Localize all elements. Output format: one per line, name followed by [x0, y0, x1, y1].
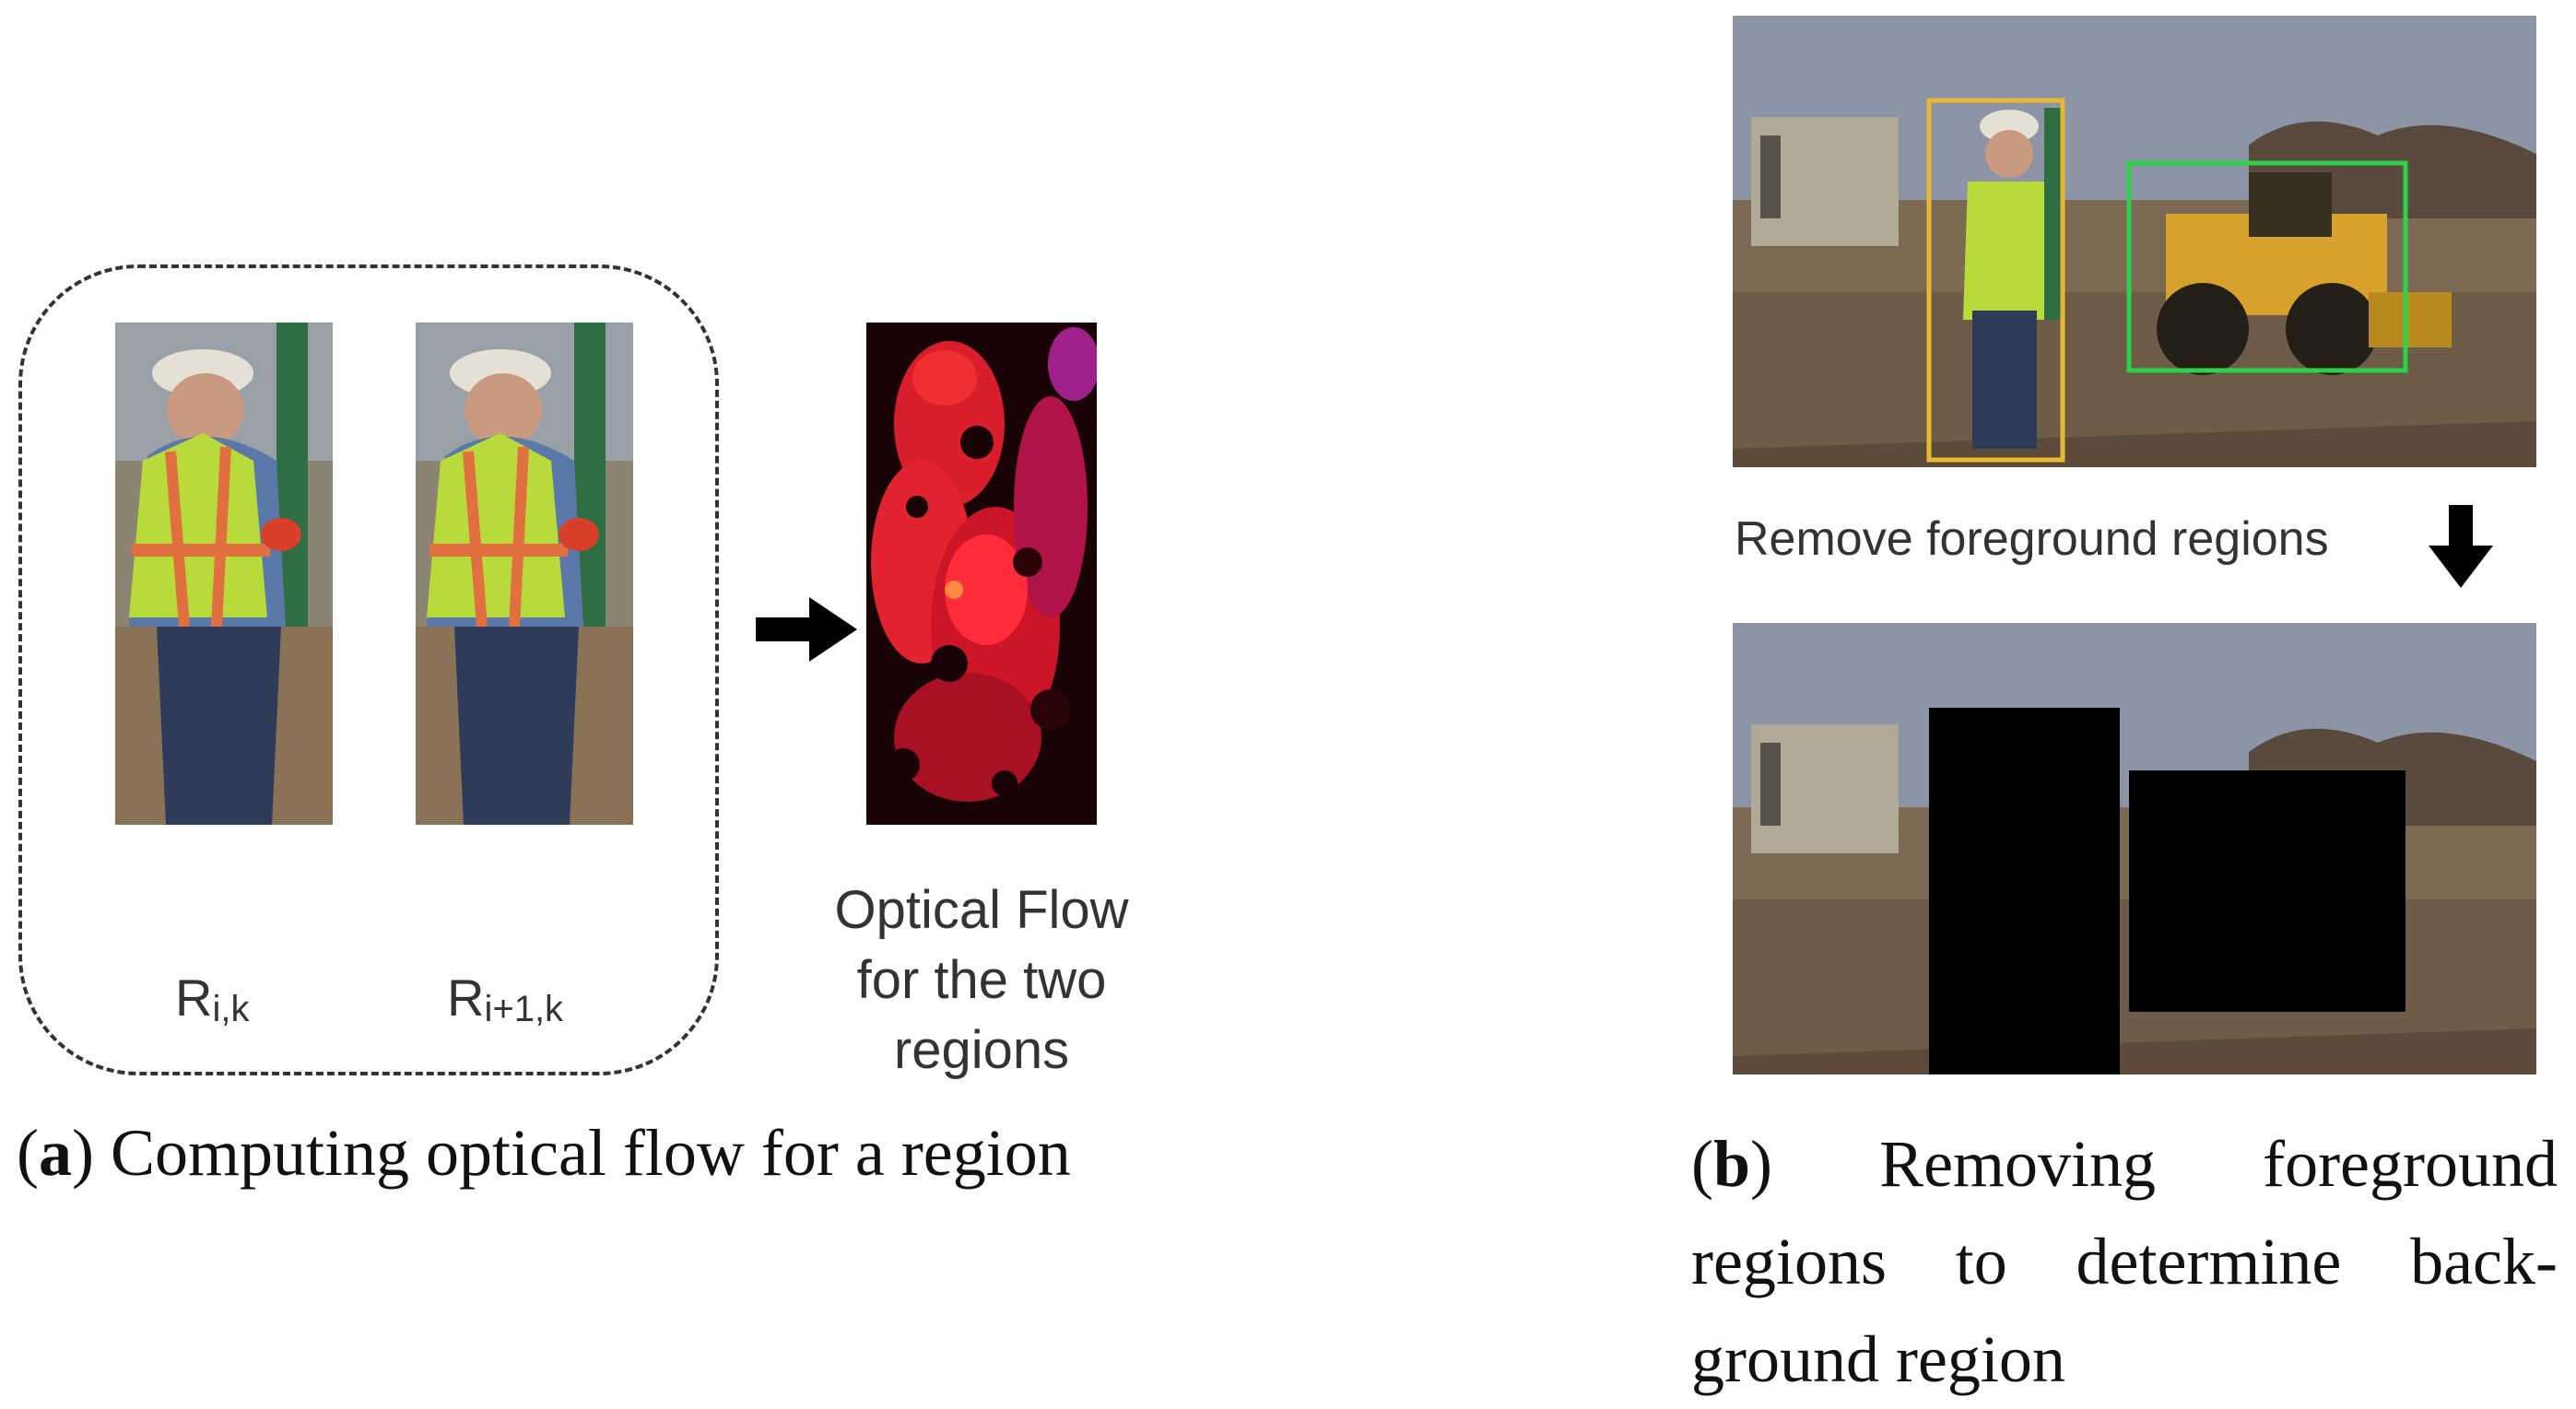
remove-foreground-label: Remove foreground regions	[1735, 512, 2329, 566]
masked-person-region	[1929, 708, 2120, 1074]
flow-caption-line: Optical Flow	[834, 880, 1129, 940]
caption-b-text: Removing foreground regions to determine…	[1691, 1127, 2558, 1396]
down-arrow-icon	[2429, 505, 2493, 588]
caption-b: (b) Removing foreground regions to deter…	[1691, 1127, 2558, 1396]
construction-scene-original	[1733, 16, 2536, 467]
optical-flow-image	[866, 323, 1097, 825]
person-bounding-box	[1926, 98, 2065, 463]
region-crop-frame-i-plus-1	[416, 323, 633, 825]
region-label-i-plus-1: Ri+1,k	[447, 969, 564, 1029]
worker-image-frame-i	[115, 323, 333, 825]
flow-caption-line: regions	[893, 1020, 1070, 1080]
caption-a-text: Computing optical flow for a region	[110, 1116, 1071, 1190]
region-pair-dashed-box	[18, 264, 719, 1075]
worker-figure	[1963, 108, 2063, 449]
region-crop-frame-i	[115, 323, 333, 825]
right-arrow-icon	[756, 597, 857, 662]
wheel-loader-figure	[2157, 172, 2452, 375]
optical-flow-caption: Optical Flow for the two regions	[788, 875, 1175, 1086]
masked-loader-region	[2129, 770, 2405, 1012]
caption-a-letter: a	[38, 1116, 72, 1190]
region-label-i: Ri,k	[175, 969, 250, 1029]
construction-scene-background	[1733, 623, 2536, 1074]
caption-a: (a) Computing optical flow for a region	[17, 1116, 1071, 1190]
worker-image-frame-i-plus-1	[416, 323, 633, 825]
flow-caption-line: for the two	[856, 950, 1107, 1010]
caption-b-letter: b	[1712, 1127, 1751, 1201]
loader-bounding-box	[2126, 160, 2408, 373]
